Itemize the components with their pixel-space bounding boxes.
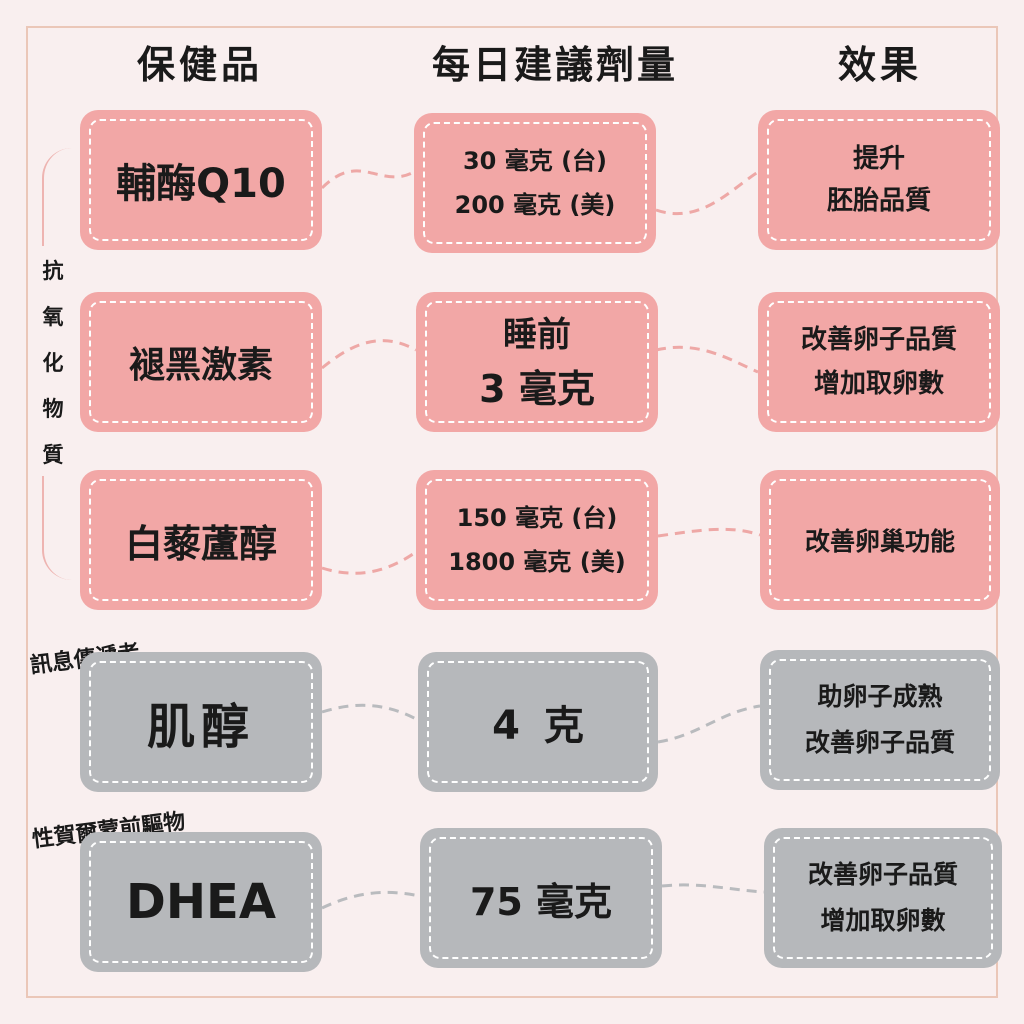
antioxidant-label: 抗 氧 化 物 質	[38, 248, 68, 478]
effect-line: 改善卵子品質	[807, 860, 958, 889]
dosage-card-resveratrol: 150 毫克 (台) 1800 毫克 (美)	[416, 470, 658, 610]
effect-line: 改善卵子品質	[804, 728, 955, 757]
supplement-card-resveratrol: 白藜蘆醇	[80, 470, 322, 610]
dosage-line: 75 毫克	[469, 879, 613, 924]
supplement-name: 白藜蘆醇	[124, 521, 277, 566]
connector-line	[655, 345, 759, 374]
connector-line	[321, 339, 417, 370]
dosage-line: 150 毫克 (台)	[456, 504, 618, 532]
effect-card-resveratrol: 改善卵巢功能	[760, 470, 1000, 610]
effect-card-dhea: 改善卵子品質 增加取卵數	[764, 828, 1002, 968]
antioxidant-char: 物	[42, 397, 64, 421]
supplement-name: DHEA	[126, 874, 276, 930]
dosage-line: 200 毫克 (美)	[454, 191, 616, 219]
dosage-card-dhea: 75 毫克	[420, 828, 662, 968]
dosage-card-melatonin: 睡前 3 毫克	[416, 292, 658, 432]
effect-line: 改善卵巢功能	[804, 527, 955, 556]
connector-line	[321, 703, 419, 722]
dosage-card-coq10: 30 毫克 (台) 200 毫克 (美)	[414, 113, 656, 253]
supplement-card-inositol: 肌醇	[80, 652, 322, 792]
connector-line	[661, 883, 765, 894]
connector-line	[321, 550, 417, 575]
effect-card-melatonin: 改善卵子品質 增加取卵數	[758, 292, 1000, 432]
effect-line: 改善卵子品質	[800, 325, 957, 355]
effect-card-coq10: 提升 胚胎品質	[758, 110, 1000, 250]
dosage-line: 1800 毫克 (美)	[448, 548, 626, 576]
supplement-card-coq10: 輔酶Q10	[80, 110, 322, 250]
effect-line: 增加取卵數	[820, 906, 946, 935]
supplement-name: 褪黑激素	[128, 345, 273, 386]
connector-line	[657, 527, 761, 538]
effect-line: 胚胎品質	[826, 186, 931, 216]
antioxidant-char: 氧	[42, 305, 64, 329]
header-supplement: 保健品	[136, 43, 263, 87]
effect-line: 提升	[852, 144, 905, 174]
supplement-name: 肌醇	[146, 699, 255, 755]
connector-line	[320, 169, 415, 190]
dosage-line: 3 毫克	[479, 367, 595, 411]
effect-card-inositol: 助卵子成熟 改善卵子品質	[760, 650, 1000, 790]
antioxidant-char: 抗	[42, 259, 64, 283]
dosage-line: 睡前	[503, 315, 571, 355]
supplement-card-melatonin: 褪黑激素	[80, 292, 322, 432]
supplement-name: 輔酶Q10	[116, 161, 286, 207]
connector-line	[321, 890, 421, 910]
bracket-gap	[36, 246, 76, 476]
connector-line	[657, 704, 761, 744]
effect-line: 助卵子成熟	[817, 682, 943, 711]
header-effect: 效果	[837, 43, 922, 87]
antioxidant-char: 質	[42, 443, 64, 467]
connector-line	[655, 170, 759, 216]
supplement-card-dhea: DHEA	[80, 832, 322, 972]
header-dosage: 每日建議劑量	[431, 43, 678, 87]
dosage-line: 30 毫克 (台)	[462, 147, 608, 175]
dosage-card-inositol: 4 克	[418, 652, 658, 792]
effect-line: 增加取卵數	[813, 369, 944, 399]
antioxidant-char: 化	[42, 351, 64, 375]
dosage-line: 4 克	[492, 703, 584, 749]
